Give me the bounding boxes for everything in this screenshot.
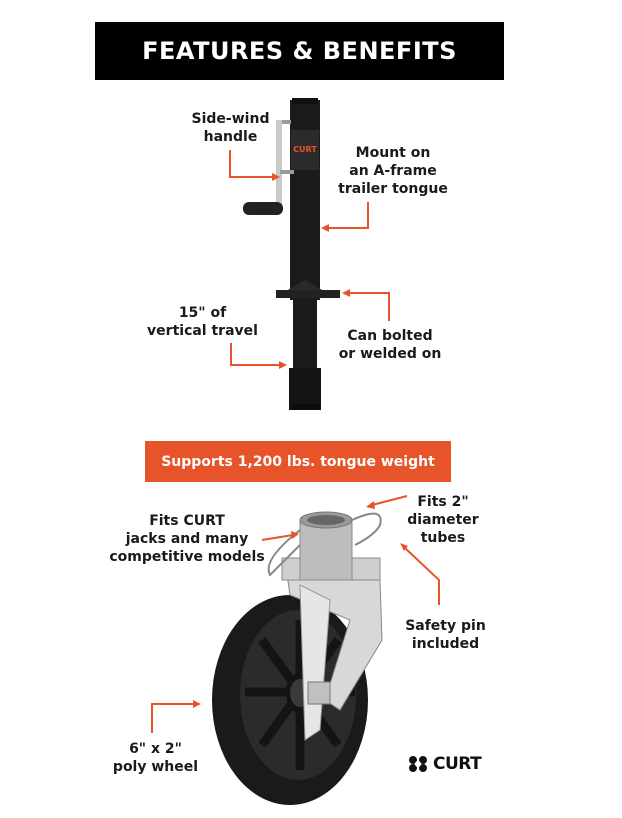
callout-arrowheads — [193, 173, 408, 708]
curt-logo-icon — [409, 756, 427, 772]
brand-logo: CURT — [407, 752, 482, 776]
brand-name: CURT — [433, 754, 482, 774]
page-title: FEATURES & BENEFITS — [95, 22, 504, 80]
callout-lines — [151, 150, 440, 733]
callout-poly-wheel: 6" x 2"poly wheel — [112, 741, 199, 775]
caster-wheel-illustration — [212, 511, 383, 805]
svg-text:CURT: CURT — [293, 145, 317, 154]
tongue-weight-banner: Supports 1,200 lbs. tongue weight — [145, 441, 451, 482]
